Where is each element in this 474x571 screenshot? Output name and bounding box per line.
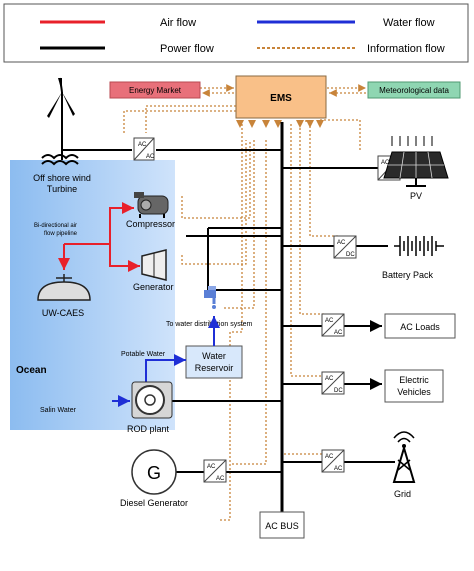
svg-text:AC: AC [381, 160, 390, 166]
battery-pack-icon [394, 236, 444, 256]
ev-label-2: Vehicles [397, 387, 431, 397]
converter-ev: AC DC [321, 371, 345, 395]
svg-text:AC: AC [146, 154, 155, 160]
converter-diesel: AC AC [203, 459, 227, 483]
meteorological-box [367, 81, 461, 99]
ac-loads-label: AC Loads [400, 322, 440, 332]
pipeline-label-2: flow pipeline [44, 231, 78, 237]
compressor-icon [134, 192, 169, 218]
ev-label-1: Electric [399, 375, 429, 385]
diesel-generator-label: Diesel Generator [120, 498, 188, 508]
svg-text:AC: AC [216, 476, 225, 482]
ev-box [384, 369, 444, 403]
wind-turbine-icon [41, 77, 79, 166]
ac-bus-box [259, 511, 305, 539]
converter-wind: AC AC [133, 137, 155, 161]
uw-caes-icon [37, 274, 91, 301]
svg-text:AC: AC [325, 318, 334, 324]
rod-plant-icon [131, 381, 173, 419]
info-arrowheads [236, 120, 324, 128]
generator-label: Generator [133, 282, 174, 292]
svg-text:DC: DC [346, 252, 355, 258]
svg-text:AC: AC [337, 240, 346, 246]
energy-market-label: Energy Market [129, 86, 182, 95]
uw-caes-label: UW-CAES [42, 308, 84, 318]
ac-bus-label: AC BUS [265, 521, 299, 531]
water-flow-lines [112, 316, 220, 407]
power-flow-lines [62, 149, 395, 473]
svg-text:AC: AC [334, 466, 343, 472]
salin-water-label: Salin Water [40, 407, 77, 414]
pv-panel-icon [383, 136, 449, 187]
svg-text:G: G [147, 463, 161, 483]
battery-pack-label: Battery Pack [382, 270, 434, 280]
svg-text:AC: AC [207, 464, 216, 470]
legend-info-label: Information flow [367, 43, 445, 55]
diesel-generator-icon: G [131, 449, 177, 495]
legend: Air flow Water flow Power flow Informati… [3, 3, 469, 63]
ems-label: EMS [270, 93, 292, 104]
energy-market-box [109, 81, 201, 99]
converter-grid: AC AC [321, 449, 345, 473]
wind-turbine-label-1: Off shore wind [33, 173, 91, 183]
meteorological-label: Meteorological data [379, 86, 449, 95]
water-tap-icon [204, 286, 216, 309]
svg-text:AC: AC [138, 142, 147, 148]
svg-text:AC: AC [325, 454, 334, 460]
converter-ac-loads: AC AC [321, 313, 345, 337]
generator-icon [141, 249, 167, 281]
air-flow-lines [58, 202, 140, 272]
compressor-label: Compressor [126, 219, 175, 229]
water-distribution-label: To water distribution system [166, 321, 253, 328]
rod-plant-label: ROD plant [127, 424, 170, 434]
wind-turbine-label-2: Turbine [47, 184, 77, 194]
water-reservoir-label-2: Reservoir [195, 363, 234, 373]
legend-water-label: Water flow [383, 17, 435, 29]
svg-text:AC: AC [334, 330, 343, 336]
converter-battery: AC DC [333, 235, 357, 259]
svg-text:DC: DC [334, 388, 343, 394]
pipeline-label-1: Bi-directional air [34, 223, 77, 229]
legend-power-label: Power flow [160, 43, 214, 55]
grid-label: Grid [394, 489, 411, 499]
pv-label: PV [410, 191, 422, 201]
ocean-label: Ocean [16, 365, 47, 376]
potable-water-label: Potable Water [121, 351, 166, 358]
ac-loads-box [384, 313, 456, 339]
svg-text:AC: AC [325, 376, 334, 382]
water-reservoir-label-1: Water [202, 351, 226, 361]
legend-air-label: Air flow [160, 17, 196, 29]
grid-tower-icon [392, 431, 416, 483]
ems-box [235, 75, 327, 119]
